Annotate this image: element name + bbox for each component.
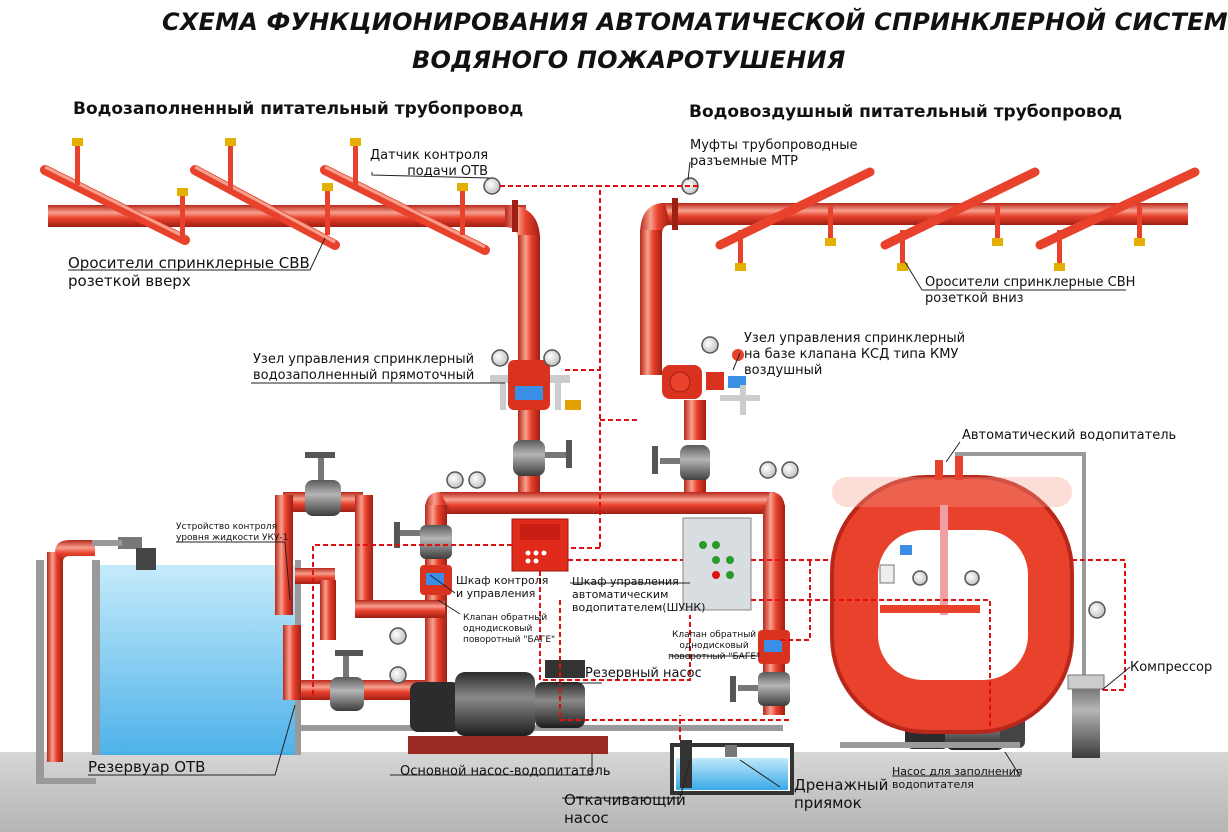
label-control-cabinet-line1: Шкаф контроля	[456, 574, 549, 587]
leader-lines	[68, 161, 1131, 799]
label-dry-valve-line3: воздушный	[744, 363, 823, 378]
label-dry-valve: Узел управления спринклерный на базе кла…	[744, 331, 965, 379]
reservoir-suction-loop	[275, 452, 445, 640]
label-fill-pump: Насос для заполнения водопитателя	[892, 765, 1023, 791]
label-flow-sensor-line2: подачи ОТВ	[407, 164, 489, 179]
label-shunk: Шкаф управления автоматическим водопитат…	[572, 575, 705, 614]
section-dry-heading: Водовоздушный питательный трубопровод	[689, 102, 1123, 122]
label-sprinklers-down: Оросители спринклерные СВН розеткой вниз	[925, 275, 1135, 307]
label-check-valve-right-line1: Клапан обратный	[671, 630, 757, 640]
label-check-valve-left-line3: поворотный "БАГЕ"	[463, 635, 556, 645]
label-drain-pump: Откачивающий насос	[564, 791, 686, 827]
label-drain-pump-line2: насос	[564, 809, 609, 827]
dry-valve-station	[662, 336, 760, 440]
label-control-cabinet-line2: и управления	[456, 587, 536, 600]
title-line-2: ВОДЯНОГО ПОЖАРОТУШЕНИЯ	[412, 46, 846, 74]
label-drain-pit-line1: Дренажный	[794, 776, 889, 794]
label-reserve-pump: Резервный насос	[585, 666, 702, 681]
label-drain-pit: Дренажный приямок	[794, 776, 888, 812]
label-fill-pump-line1: Насос для заполнения	[892, 765, 1023, 778]
pressure-gauges	[389, 177, 1106, 684]
label-level-device-line1: Устройство контроля	[176, 522, 278, 532]
label-dry-valve-line2: на базе клапана КСД типа КМУ	[744, 347, 959, 362]
label-couplings-line1: Муфты трубопроводные	[690, 138, 858, 153]
drain-pit	[670, 740, 794, 795]
signal-lines	[312, 185, 1126, 740]
label-level-device-line2: уровня жидкости УКУ-1	[176, 533, 289, 543]
label-fill-pump-line2: водопитателя	[892, 778, 974, 791]
label-check-valve-left-line1: Клапан обратный	[463, 613, 548, 623]
label-sprinklers-down-line2: розеткой вниз	[925, 291, 1024, 306]
label-auto-feeder: Автоматический водопитатель	[962, 428, 1177, 443]
label-sprinklers-down-line1: Оросители спринклерные СВН	[925, 275, 1136, 290]
label-check-valve-left-line2: однодисковый	[463, 624, 533, 634]
label-wet-valve: Узел управления спринклерный водозаполне…	[253, 352, 474, 384]
label-compressor: Компрессор	[1130, 660, 1213, 675]
label-wet-valve-line2: водозаполненный прямоточный	[253, 368, 475, 383]
label-check-valve-left: Клапан обратный однодисковый поворотный …	[463, 613, 555, 646]
shunk-cabinet	[682, 517, 752, 611]
control-cabinet	[511, 518, 569, 572]
label-dry-valve-line1: Узел управления спринклерный	[744, 331, 966, 346]
level-device	[92, 537, 156, 570]
label-shunk-line3: водопитателем(ШУНК)	[572, 601, 706, 614]
reservoir-tank	[36, 560, 301, 784]
label-sprinklers-up-line1: Оросители спринклерные СВВ	[68, 254, 310, 272]
label-flow-sensor: Датчик контроля подачи ОТВ	[370, 148, 488, 180]
label-sprinklers-up-line2: розеткой вверх	[68, 272, 191, 290]
auto-feeder-tank	[830, 452, 1086, 734]
label-level-device: Устройство контроля уровня жидкости УКУ-…	[176, 522, 288, 544]
label-check-valve-right-line3: поворотный "БАГЕ"	[668, 652, 761, 662]
label-drain-pump-line1: Откачивающий	[564, 791, 686, 809]
main-pump	[408, 660, 608, 754]
wet-supply-pipe	[40, 138, 540, 505]
label-reservoir: Резервуар ОТВ	[88, 758, 206, 776]
title-line-1: СХЕМА ФУНКЦИОНИРОВАНИЯ АВТОМАТИЧЕСКОЙ СП…	[162, 8, 1228, 36]
compressor	[1067, 674, 1105, 758]
reservoir-inlet-pipe	[47, 540, 95, 762]
label-check-valve-right-line2: однодисковый	[679, 641, 749, 651]
dry-supply-pipe	[640, 167, 1200, 375]
label-sprinklers-up: Оросители спринклерные СВВ розеткой ввер…	[68, 254, 310, 290]
label-flow-sensor-line1: Датчик контроля	[370, 148, 489, 163]
section-wet-heading: Водозаполненный питательный трубопровод	[73, 99, 524, 119]
label-wet-valve-line1: Узел управления спринклерный	[253, 352, 475, 367]
label-couplings: Муфты трубопроводные разъемные МТР	[690, 138, 858, 170]
label-control-cabinet: Шкаф контроля и управления	[456, 574, 548, 600]
label-drain-pit-line2: приямок	[794, 794, 862, 812]
label-check-valve-right: Клапан обратный однодисковый поворотный …	[668, 630, 760, 663]
label-shunk-line2: автоматическим	[572, 588, 669, 601]
label-shunk-line1: Шкаф управления	[572, 575, 679, 588]
label-couplings-line2: разъемные МТР	[690, 154, 799, 169]
check-valve-right	[730, 630, 790, 706]
pump-suction-pipe	[283, 625, 783, 731]
wet-valve-station	[490, 349, 581, 410]
label-main-pump: Основной насос-водопитатель	[400, 764, 611, 779]
ground	[0, 752, 1228, 832]
wet-gate-valve	[513, 440, 572, 476]
